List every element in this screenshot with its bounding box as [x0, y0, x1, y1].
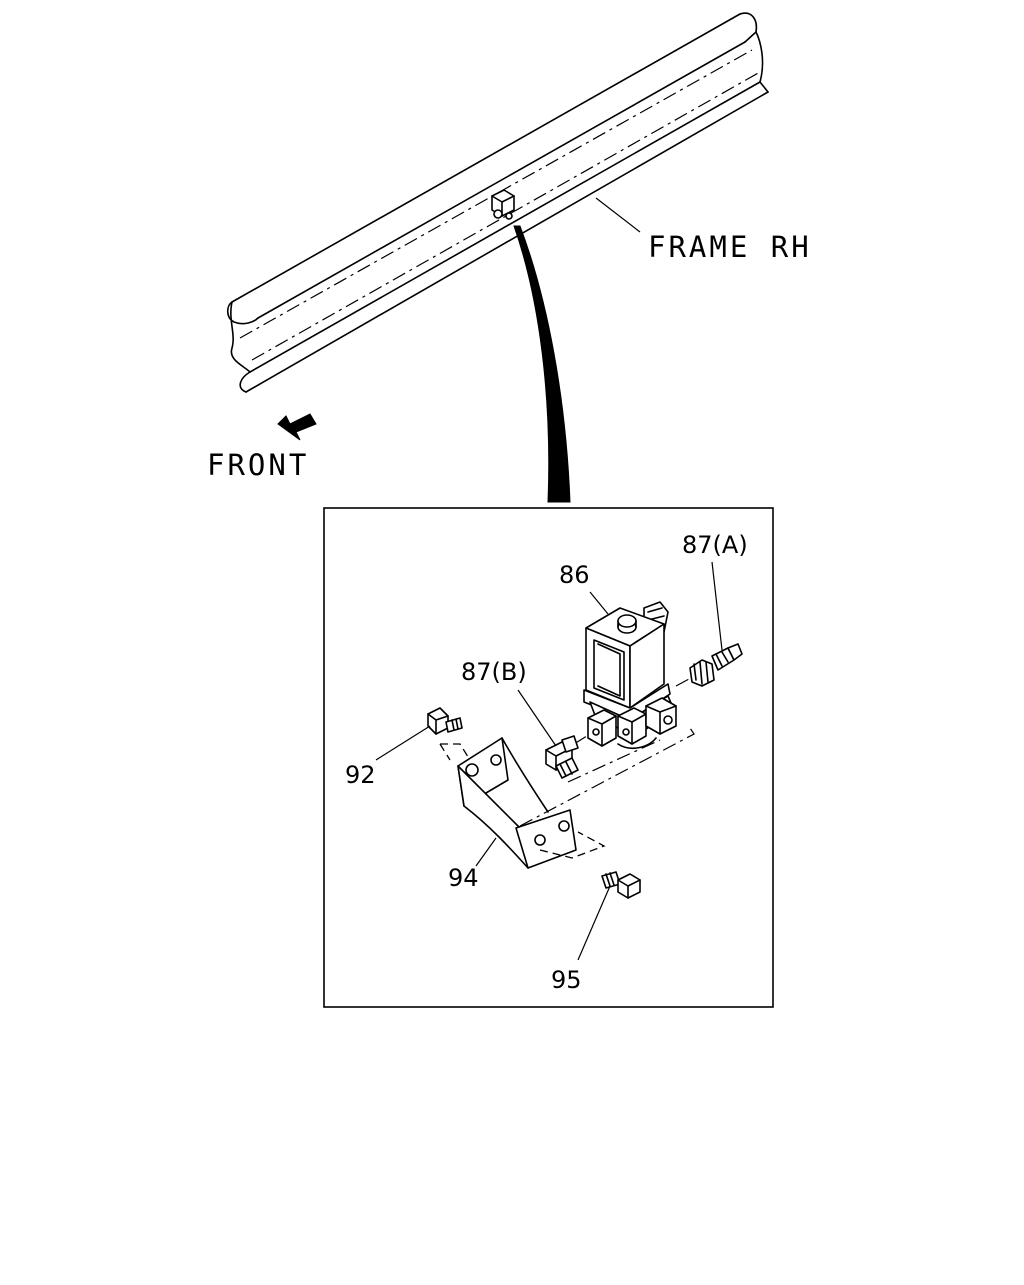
fitting-87a	[689, 643, 743, 687]
frame-label: FRAME RH	[648, 230, 812, 264]
leader-92	[375, 725, 431, 761]
label-94: 94	[448, 864, 479, 892]
centerline-bracket-lower	[519, 727, 695, 827]
leader-95	[577, 885, 611, 961]
front-arrow-icon	[277, 413, 317, 441]
label-95: 95	[551, 966, 582, 994]
leader-86	[589, 591, 609, 615]
solenoid-valve	[583, 601, 677, 750]
leader-94	[475, 837, 497, 867]
label-92: 92	[345, 761, 376, 789]
label-87a: 87(A)	[682, 531, 748, 559]
frame-rail	[226, 12, 769, 393]
frame-leader-line	[595, 197, 641, 233]
label-86: 86	[559, 561, 590, 589]
bolt92-guide	[439, 743, 471, 761]
bolt-95	[601, 871, 641, 899]
detail-box	[323, 507, 774, 1008]
leader-87b	[517, 689, 557, 747]
callout-wedge	[513, 225, 571, 503]
frame-mounted-component-icon	[491, 189, 515, 220]
leader-87a	[711, 561, 723, 651]
bracket-94	[457, 737, 577, 869]
centerline-87a	[675, 671, 703, 687]
label-87b: 87(B)	[461, 658, 527, 686]
bolt-92	[427, 707, 463, 735]
fitting-87b	[545, 735, 579, 779]
front-label: FRONT	[207, 448, 309, 482]
bolt95-guide	[539, 831, 606, 859]
centerline-bracket-upper	[567, 739, 661, 783]
